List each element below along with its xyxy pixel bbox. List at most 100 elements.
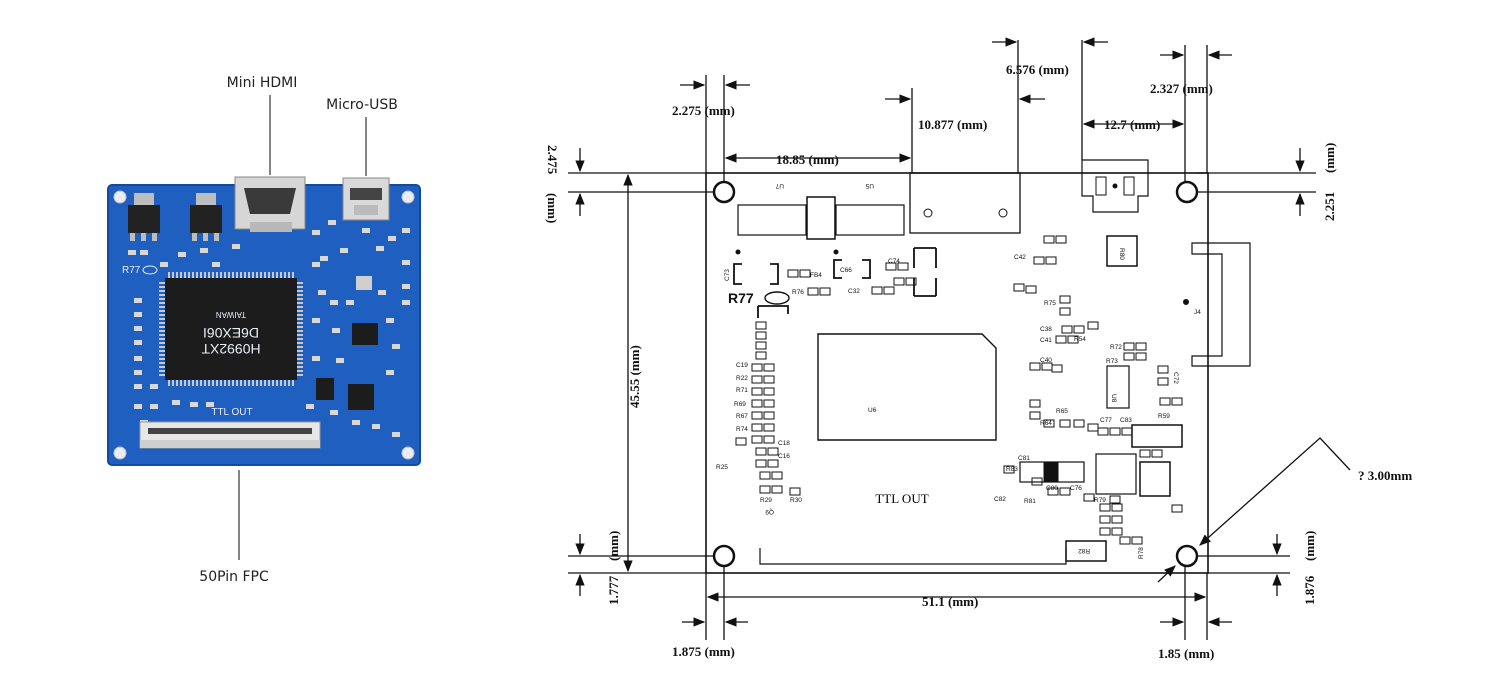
component-pad (767, 459, 779, 468)
component-pad (789, 487, 801, 496)
component-pad (200, 380, 202, 386)
component-pad (312, 262, 320, 267)
board-c80: C80 (1046, 485, 1058, 492)
component-pad (134, 312, 142, 317)
component-pad (897, 262, 909, 271)
component-pad (292, 272, 294, 278)
component-pad (159, 286, 165, 288)
u5-outline (835, 204, 905, 236)
board-c41: C41 (1040, 337, 1052, 344)
component-pad (196, 272, 198, 278)
component-pad (386, 370, 394, 375)
component-pad (1055, 235, 1067, 244)
component-pad (905, 277, 917, 286)
board-r25: R25 (716, 464, 728, 471)
component-pad (159, 342, 165, 344)
component-pad (297, 346, 303, 348)
component-pad (159, 374, 165, 376)
mount-hole-icon (113, 190, 127, 204)
component-pad (388, 236, 396, 241)
component-pad (1111, 515, 1123, 524)
board-r54: R54 (1074, 336, 1086, 343)
component-pad (1097, 427, 1109, 436)
component-pad (336, 358, 344, 363)
board-c32: C32 (848, 288, 860, 295)
component-pad (1123, 352, 1135, 361)
component-pad (1043, 235, 1055, 244)
component-pad (1087, 321, 1099, 330)
component-pad (159, 322, 165, 324)
component-pad (232, 380, 234, 386)
component-pad (288, 272, 290, 278)
component-pad (297, 306, 303, 308)
component-pad (172, 400, 180, 405)
component-pad (240, 380, 242, 386)
component-pad (320, 256, 328, 261)
component-pad (134, 356, 142, 361)
component-pad (268, 272, 270, 278)
component-pad (807, 287, 819, 296)
board-u8: U8 (1110, 394, 1117, 403)
component-pad (264, 380, 266, 386)
component-pad (192, 272, 194, 278)
board-q9: Q9 (765, 508, 774, 515)
component-pad (260, 380, 262, 386)
component-pad (159, 330, 165, 332)
component-pad (140, 250, 148, 255)
component-pad (318, 290, 326, 295)
component-pad (885, 262, 897, 271)
board-r22: R22 (736, 375, 748, 382)
component-pad (159, 326, 165, 328)
component-pad (771, 485, 783, 494)
board-r77: R77 (728, 290, 754, 306)
label-mini-hdmi: Mini HDMI (227, 75, 298, 91)
component-pad (1119, 536, 1131, 545)
ic-chip (348, 384, 374, 410)
board-fb4: FB4 (810, 272, 822, 279)
component-pad (184, 380, 186, 386)
component-pad (1087, 423, 1099, 432)
board-r81: R81 (1024, 498, 1036, 505)
dim-hole-diameter: ? 3.00mm (1358, 468, 1412, 483)
component-pad (134, 298, 142, 303)
component-pad (763, 435, 775, 444)
component-pad (751, 387, 763, 396)
component-pad (1073, 325, 1085, 334)
component-pad (1099, 503, 1111, 512)
board-c40: C40 (1040, 357, 1052, 364)
component-pad (1111, 527, 1123, 536)
component-pad (297, 366, 303, 368)
ic-chip (316, 378, 334, 400)
component-pad (180, 380, 182, 386)
component-pad (288, 380, 290, 386)
component-pad (150, 404, 158, 409)
component-pad (1151, 449, 1163, 458)
component-pad (188, 380, 190, 386)
component-pad (297, 290, 303, 292)
component-pad (1003, 465, 1015, 474)
component-pad (332, 328, 340, 333)
component-pad (1025, 285, 1037, 294)
component-pad (188, 272, 190, 278)
board-r79: R79 (1094, 497, 1106, 504)
component-pad (292, 380, 294, 386)
component-pad (200, 248, 208, 253)
component-pad (771, 471, 783, 480)
component-pad (192, 380, 194, 386)
dim-2-327: 2.327 (mm) (1150, 81, 1213, 96)
hole-icon (712, 180, 736, 204)
component-pad (755, 321, 767, 330)
component-pad (402, 260, 410, 265)
dim-51-1: 51.1 (mm) (922, 594, 978, 609)
component-pad (883, 286, 895, 295)
component-pad (159, 358, 165, 360)
board-r67: R67 (736, 413, 748, 420)
component-pad (134, 340, 142, 345)
board-r74: R74 (736, 426, 748, 433)
component-pad (1171, 397, 1183, 406)
mount-hole-icon (113, 446, 127, 460)
board-u7: U7 (775, 182, 784, 189)
component-pad (180, 272, 182, 278)
component-pad (216, 272, 218, 278)
board-r73: R73 (1106, 358, 1118, 365)
